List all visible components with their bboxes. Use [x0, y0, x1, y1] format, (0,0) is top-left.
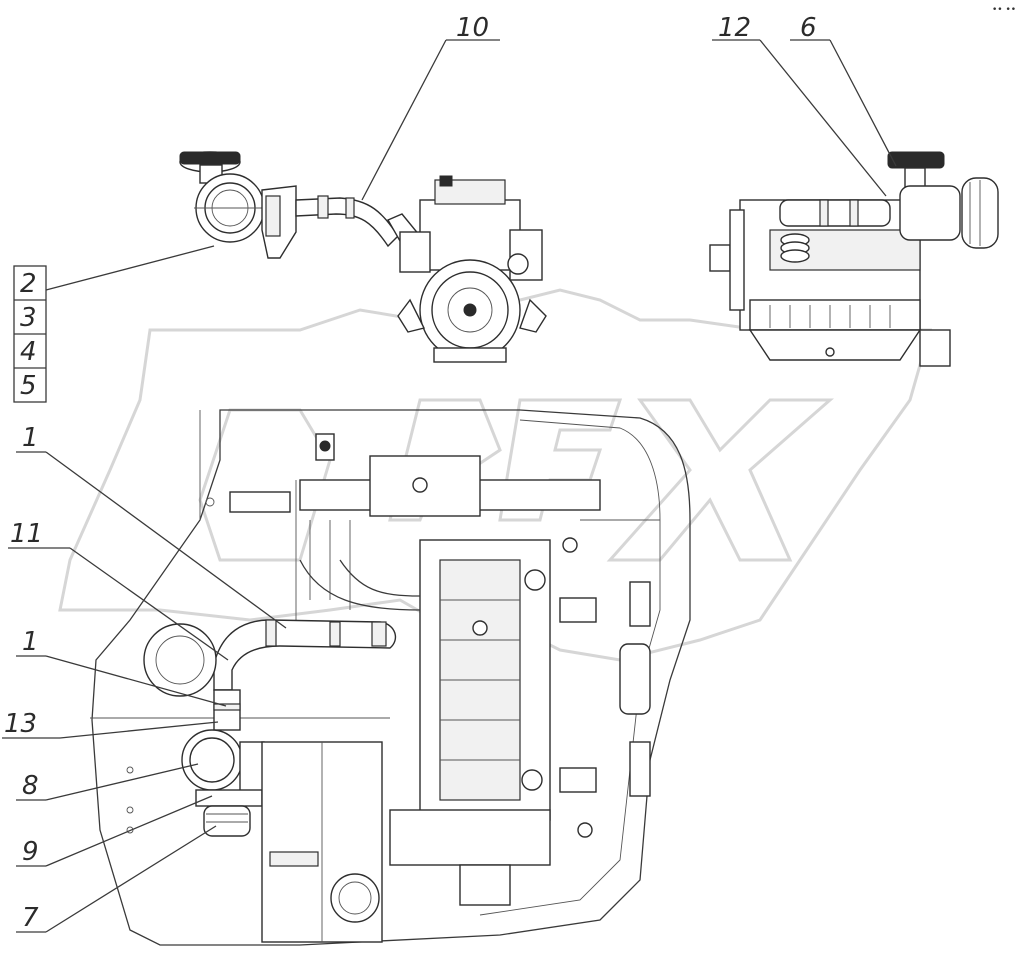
- callout-7: 7: [22, 903, 39, 933]
- callout-10: 10: [456, 13, 489, 43]
- corner-mark: •• •••: [992, 5, 1016, 15]
- callout-8: 8: [22, 771, 39, 801]
- callout-1-lower: 1: [22, 627, 39, 657]
- callout-1-upper: 1: [22, 423, 39, 453]
- machine-plan-view: [90, 409, 691, 946]
- engine-front-view: [179, 151, 547, 363]
- callout-13: 13: [4, 709, 37, 739]
- callout-9: 9: [22, 837, 39, 867]
- callout-5: 5: [20, 371, 37, 401]
- callout-2: 2: [20, 269, 37, 299]
- callout-11: 11: [10, 519, 43, 549]
- callout-leaders: [2, 39, 897, 933]
- callout-4: 4: [20, 337, 37, 367]
- engine-side-view: [709, 151, 999, 367]
- callout-6: 6: [800, 13, 817, 43]
- callout-12: 12: [718, 13, 751, 43]
- callout-3: 3: [20, 303, 37, 333]
